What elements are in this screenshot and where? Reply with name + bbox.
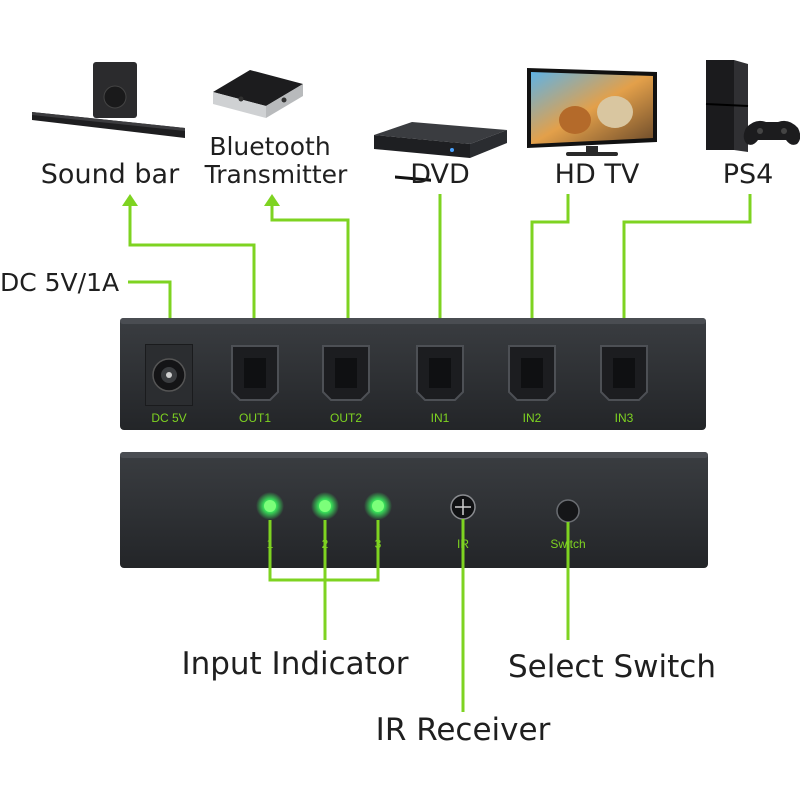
- hdtv-label: HD TV: [555, 159, 640, 190]
- soundbar-arrowhead: [122, 194, 138, 206]
- port-label-dc5v: DC 5V: [151, 411, 186, 425]
- soundbar-label: Sound bar: [41, 159, 180, 190]
- optical-port-in2: [508, 345, 556, 401]
- dc-power-jack: [145, 344, 193, 406]
- soundbar-image: [32, 62, 185, 138]
- optical-port-in3: [600, 345, 648, 401]
- ps4-console-image: [705, 60, 800, 152]
- ps4-label: PS4: [723, 159, 774, 190]
- bluetooth-arrowhead: [264, 194, 280, 206]
- select-switch-button[interactable]: [556, 499, 580, 523]
- bluetooth-label-line1: Bluetooth: [209, 132, 330, 161]
- port-label-out1: OUT1: [239, 411, 271, 425]
- connector-lines-bottom: [268, 519, 570, 712]
- optical-port-out1: [231, 345, 279, 401]
- hdtv-connector: [530, 194, 570, 348]
- rear-panel: DC 5V OUT1 OUT2 IN1 IN2 IN3: [120, 318, 706, 430]
- input-led-2: [311, 492, 339, 520]
- port-label-in2: IN2: [523, 411, 542, 425]
- power-label: DC 5V/1A: [0, 268, 119, 297]
- ir-receiver-window: [450, 494, 476, 520]
- port-label-in1: IN1: [431, 411, 450, 425]
- optical-port-in1: [416, 345, 464, 401]
- input-led-1: [256, 492, 284, 520]
- port-label-in3: IN3: [615, 411, 634, 425]
- bluetooth-label-line2: Transmitter: [204, 160, 348, 189]
- optical-port-out2: [322, 345, 370, 401]
- bluetooth-transmitter-image: [213, 70, 303, 118]
- input-indicator-callout: Input Indicator: [181, 646, 408, 682]
- port-label-out2: OUT2: [330, 411, 362, 425]
- bluetooth-connector: [270, 202, 350, 350]
- ir-receiver-callout: IR Receiver: [376, 712, 551, 748]
- front-panel: 1 2 3 IR Switch: [120, 452, 708, 568]
- input-led-3: [364, 492, 392, 520]
- dvd-label: DVD: [410, 159, 470, 190]
- ps4-connector: [622, 194, 752, 348]
- hd-tv-image: [527, 68, 657, 156]
- soundbar-connector: [128, 202, 256, 350]
- dvd-player-image: [374, 122, 507, 182]
- select-switch-callout: Select Switch: [508, 649, 716, 685]
